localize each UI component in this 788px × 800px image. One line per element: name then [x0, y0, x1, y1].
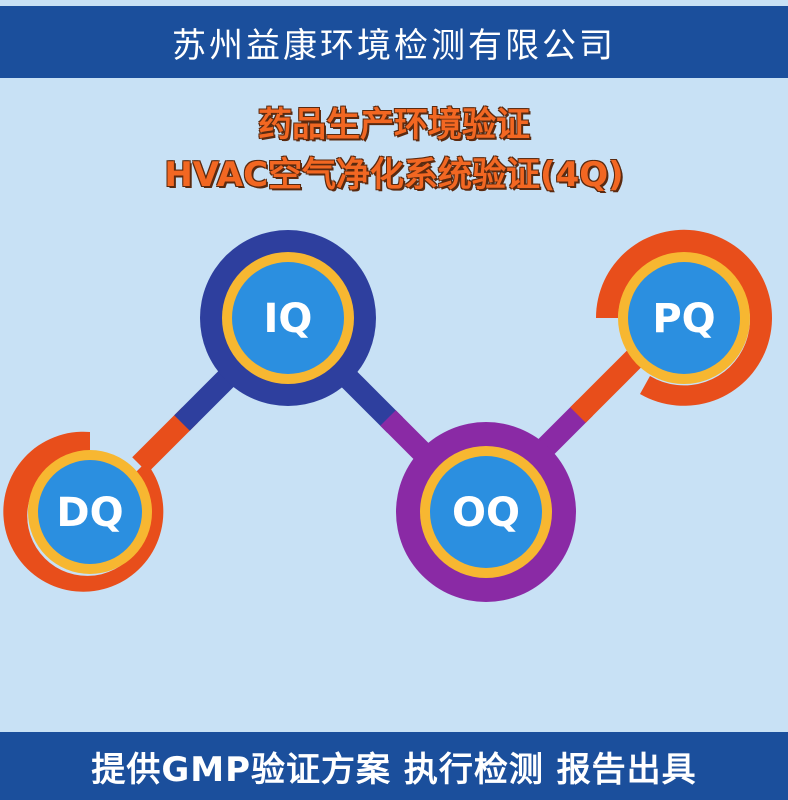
stage-pq: PQ [595, 229, 772, 406]
stage-iq: IQ [200, 230, 376, 406]
stage-oq: OQ [396, 422, 576, 602]
company-name: 苏州益康环境检测有限公司 [172, 25, 616, 66]
stage-label-oq: OQ [452, 490, 520, 536]
header-banner: 苏州益康环境检测有限公司 [0, 6, 788, 78]
footer-banner: 提供GMP验证方案 执行检测 报告出具 [0, 732, 788, 800]
title-line-2: HVAC空气净化系统验证(4Q) [164, 155, 624, 195]
footer-tagline: 提供GMP验证方案 执行检测 报告出具 [91, 749, 697, 790]
title-line-1: 药品生产环境验证 [258, 105, 530, 145]
stage-label-dq: DQ [56, 490, 123, 536]
stage-label-pq: PQ [652, 296, 715, 342]
stage-label-iq: IQ [264, 296, 313, 342]
title-block: 药品生产环境验证 HVAC空气净化系统验证(4Q) [0, 100, 788, 200]
stage-dq: DQ [3, 431, 164, 592]
